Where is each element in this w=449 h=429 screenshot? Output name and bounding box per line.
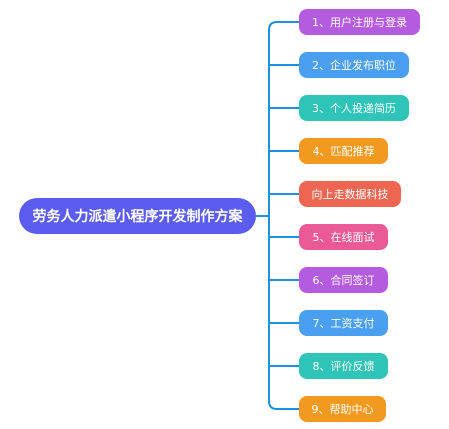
branch-node-9: 8、评价反馈 bbox=[299, 353, 388, 379]
branch-node-4: 4、匹配推荐 bbox=[299, 138, 388, 164]
branch-node-3: 3、个人投递简历 bbox=[299, 95, 409, 121]
branch-connector bbox=[268, 21, 299, 31]
branch-node-7: 6、合同签订 bbox=[299, 267, 388, 293]
branch-node-5: 向上走数据科技 bbox=[299, 181, 401, 207]
branch-node-8: 7、工资支付 bbox=[299, 310, 388, 336]
branch-node-6: 5、在线面试 bbox=[299, 224, 388, 250]
root-node: 劳务人力派遣小程序开发制作方案 bbox=[19, 198, 256, 234]
branch-node-2: 2、企业发布职位 bbox=[299, 52, 409, 78]
branch-node-1: 1、用户注册与登录 bbox=[299, 9, 420, 35]
branch-connector bbox=[268, 400, 299, 410]
branch-node-10: 9、帮助中心 bbox=[299, 396, 386, 422]
